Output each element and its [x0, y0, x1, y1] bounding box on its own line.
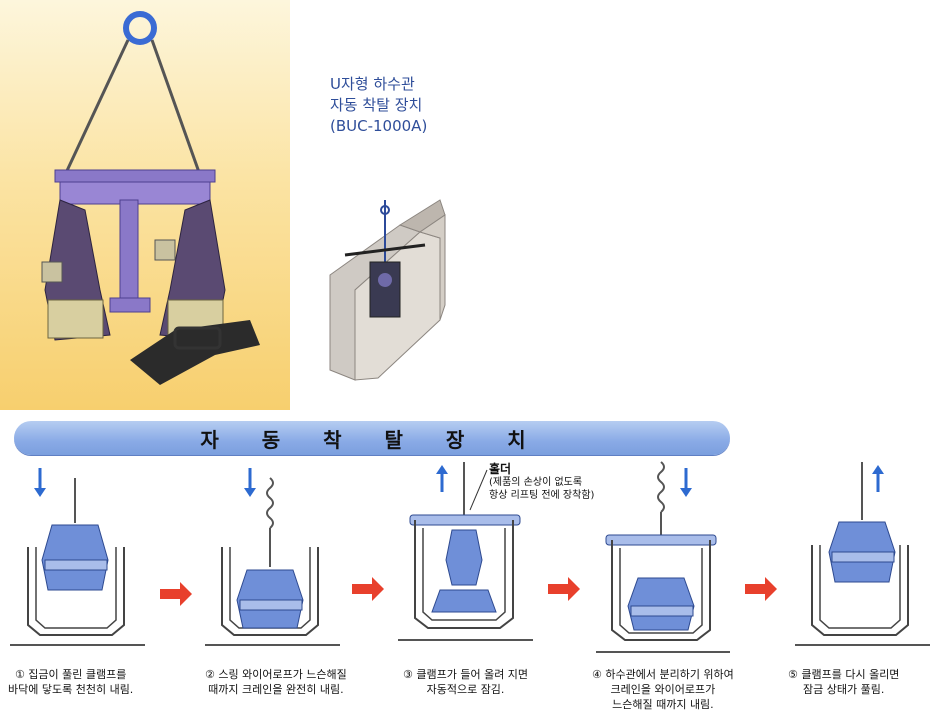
step-1-caption: ① 집금이 풀린 클램프를 바닥에 닿도록 천천히 내림.	[8, 667, 133, 697]
step-4-caption: ④ 하수관에서 분리하기 위하여 크레인을 와이어로프가 느슨해질 때까지 내림…	[592, 667, 734, 712]
step-1-line2: 바닥에 닿도록 천천히 내림.	[8, 683, 134, 696]
step-2-line1: ② 스링 와이어로프가 느슨해질	[205, 668, 347, 681]
step-1-line1: ① 집금이 풀린 클램프를	[14, 668, 127, 681]
step-5-caption: ⑤ 클램프를 다시 올리면 잠금 상태가 풀림.	[788, 667, 899, 697]
arrow-up-icon	[436, 465, 448, 492]
arrow-right-icon	[352, 577, 384, 601]
lifting-device-image	[41, 11, 260, 385]
product-title-line1: U자형 하수관	[330, 75, 415, 93]
step-3-caption: ③ 클램프가 들어 올려 지면 자동적으로 잠김.	[403, 667, 528, 697]
step-2-illustration	[205, 477, 340, 646]
holder-pointer-line	[469, 469, 488, 511]
arrow-right-icon	[745, 577, 777, 601]
holder-annotation: 홀더 (제품의 손상이 없도록 항상 리프팅 전에 장착함)	[489, 463, 594, 502]
step-2-caption: ② 스링 와이어로프가 느슨해질 때까지 크레인을 완전히 내림.	[205, 667, 347, 697]
step-3-illustration	[398, 462, 533, 641]
step-3-line2: 자동적으로 잠김.	[426, 683, 505, 696]
step-5-line2: 잠금 상태가 풀림.	[803, 683, 885, 696]
step-5-line1: ⑤ 클램프를 다시 올리면	[788, 668, 900, 681]
section-banner: 자 동 착 탈 장 치	[14, 421, 730, 455]
product-title-block: U자형 하수관 자동 착탈 장치 (BUC-1000A)	[330, 74, 480, 137]
holder-note-line2: 항상 리프팅 전에 장착함)	[489, 490, 595, 501]
step-5-illustration	[795, 462, 930, 646]
step-4-line2: 크레인을 와이어로프가	[610, 683, 716, 696]
holder-note-line1: (제품의 손상이 없도록	[489, 477, 583, 488]
arrow-down-icon	[34, 468, 46, 497]
step-4-line3: 느슨해질 때까지 내림.	[612, 698, 714, 711]
arrow-right-icon	[160, 582, 192, 606]
product-model: (BUC-1000A)	[330, 117, 428, 135]
arrow-down-icon	[680, 468, 692, 497]
holder-label: 홀더	[489, 462, 512, 476]
step-4-line1: ④ 하수관에서 분리하기 위하여	[592, 668, 734, 681]
banner-title: 자 동 착 탈 장 치	[200, 427, 544, 452]
arrow-down-icon	[244, 468, 256, 497]
arrow-right-icon	[548, 577, 580, 601]
step-4-illustration	[596, 461, 730, 653]
step-3-line1: ③ 클램프가 들어 올려 지면	[403, 668, 529, 681]
step-2-line2: 때까지 크레인을 완전히 내림.	[208, 683, 344, 696]
u-channel-image	[329, 199, 446, 381]
arrow-up-icon	[872, 465, 884, 492]
product-title-line2: 자동 착탈 장치	[330, 96, 423, 114]
step-1-illustration	[10, 478, 145, 646]
